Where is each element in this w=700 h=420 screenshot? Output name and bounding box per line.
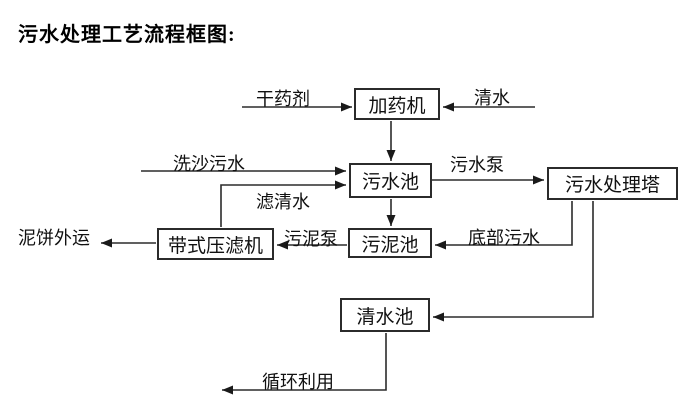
node-belt-filter-press: 带式压滤机 [157, 228, 274, 260]
label-dry-agent: 干药剂 [256, 89, 310, 109]
label-mud-cake-out: 泥饼外运 [18, 228, 90, 248]
label-sewage-pump: 污水泵 [450, 155, 504, 175]
arrow-recycle-out [222, 333, 387, 395]
node-sludge-pool: 污泥池 [348, 228, 432, 258]
label-recycle: 循环利用 [262, 372, 334, 392]
label-sand-wash-sewage: 洗沙污水 [173, 154, 245, 174]
arrow-tower-to-clean-pool [433, 201, 594, 322]
node-treatment-tower: 污水处理塔 [547, 167, 678, 200]
arrow-filtered-water-to-sewage-pool [220, 180, 346, 227]
node-sewage-pool: 污水池 [349, 163, 432, 198]
page-title: 污水处理工艺流程框图: [18, 24, 236, 46]
label-clean-water: 清水 [474, 88, 510, 108]
label-bottom-sewage: 底部污水 [468, 228, 540, 248]
arrow-bottom-sewage-to-sludge-pool [435, 201, 573, 250]
node-dosing-machine: 加药机 [354, 88, 440, 120]
label-filtered-water: 滤清水 [256, 192, 310, 212]
label-sludge-pump: 污泥泵 [284, 229, 338, 249]
node-clean-water-pool: 清水池 [340, 298, 430, 332]
